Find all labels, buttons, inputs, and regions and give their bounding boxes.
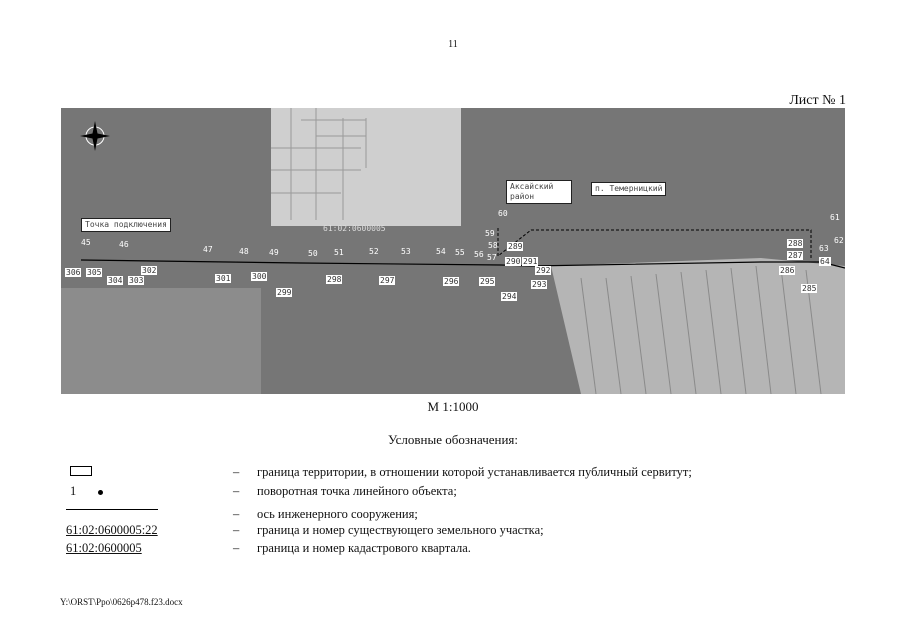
point-label: 304 xyxy=(107,276,124,285)
district-callout: Аксайский район xyxy=(506,180,572,204)
settlement-callout: п. Темерницкий xyxy=(591,182,667,196)
parcel-grid-top xyxy=(271,108,367,220)
point-label: 286 xyxy=(779,266,796,275)
point-label: 293 xyxy=(531,280,548,289)
legend-text: ось инженерного сооружения; xyxy=(257,507,418,521)
legend-row-axis: – ось инженерного сооружения; xyxy=(0,502,906,521)
point-label: 291 xyxy=(522,257,539,266)
point-label: 45 xyxy=(81,238,91,247)
point-label: 60 xyxy=(498,209,508,218)
point-label: 295 xyxy=(479,277,496,286)
point-label: 58 xyxy=(488,241,498,250)
legend-rect-symbol xyxy=(70,465,92,480)
point-label: 290 xyxy=(505,257,522,266)
legend-dash: – xyxy=(233,541,240,555)
legend-row-boundary: – граница территории, в отношении которо… xyxy=(0,465,906,481)
point-label: 47 xyxy=(203,245,213,254)
legend-text: граница и номер существующего земельного… xyxy=(257,523,544,537)
point-label: 302 xyxy=(141,266,158,275)
point-label: 57 xyxy=(487,253,497,262)
point-label: 52 xyxy=(369,247,379,256)
legend-quarter-number: 61:02:0600005 xyxy=(66,541,142,555)
quarter-label: 61:02:0600005 xyxy=(323,224,386,233)
legend-dash: – xyxy=(233,523,240,537)
legend-row-point: 1 – поворотная точка линейного объекта; xyxy=(0,484,906,500)
legend-point-dot xyxy=(98,484,103,499)
field-hatching xyxy=(580,265,822,394)
servitude-boundary xyxy=(497,228,812,258)
point-label: 303 xyxy=(128,276,145,285)
page-number: 11 xyxy=(448,39,458,50)
map-scale: М 1:1000 xyxy=(427,399,479,414)
point-label: 288 xyxy=(787,239,804,248)
field-area xyxy=(551,258,845,394)
point-label: 46 xyxy=(119,240,129,249)
point-label: 297 xyxy=(379,276,396,285)
legend-text: поворотная точка линейного объекта; xyxy=(257,484,457,498)
legend-dash: – xyxy=(233,484,240,498)
point-label: 298 xyxy=(326,275,343,284)
file-path-footer: Y:\ORST\Ppo\0626p478.f23.docx xyxy=(60,597,183,607)
point-label: 289 xyxy=(507,242,524,251)
point-label: 300 xyxy=(251,272,268,281)
point-label: 305 xyxy=(86,268,103,277)
point-label: 301 xyxy=(215,274,232,283)
point-label: 48 xyxy=(239,247,249,256)
point-label: 53 xyxy=(401,247,411,256)
legend-dash: – xyxy=(233,507,240,521)
map-view[interactable]: Точка подключения Аксайский район п. Тем… xyxy=(61,108,845,394)
point-label: 55 xyxy=(455,248,465,257)
point-label: 56 xyxy=(474,250,484,259)
point-label: 299 xyxy=(276,288,293,297)
point-label: 50 xyxy=(308,249,318,258)
legend-row-quarter: 61:02:0600005 – граница и номер кадастро… xyxy=(0,541,906,557)
sheet-label: Лист № 1 xyxy=(789,93,846,108)
point-label: 306 xyxy=(65,268,82,277)
point-label: 51 xyxy=(334,248,344,257)
legend-text: граница и номер кадастрового квартала. xyxy=(257,541,471,555)
point-label: 285 xyxy=(801,284,818,293)
legend-title: Условные обозначения: xyxy=(387,432,519,447)
point-label: 294 xyxy=(501,292,518,301)
point-label: 61 xyxy=(830,213,840,222)
point-label: 49 xyxy=(269,248,279,257)
legend-parcel-number: 61:02:0600005:22 xyxy=(66,523,158,537)
point-label: 62 xyxy=(834,236,844,245)
legend-point-number: 1 xyxy=(70,484,77,498)
legend-axis-line xyxy=(66,509,158,510)
compass-rose xyxy=(80,121,110,151)
map-graphics xyxy=(61,108,845,394)
legend-dash: – xyxy=(233,465,240,479)
point-label: 287 xyxy=(787,251,804,260)
point-label: 54 xyxy=(436,247,446,256)
legend-row-parcel: 61:02:0600005:22 – граница и номер сущес… xyxy=(0,523,906,539)
point-label: 292 xyxy=(535,266,552,275)
legend-text: граница территории, в отношении которой … xyxy=(257,465,692,479)
point-label: 296 xyxy=(443,277,460,286)
connection-point-callout: Точка подключения xyxy=(81,218,171,232)
point-label: 59 xyxy=(485,229,495,238)
terrain-area xyxy=(61,288,261,394)
point-label: 64 xyxy=(819,257,831,266)
point-label: 63 xyxy=(819,244,829,253)
